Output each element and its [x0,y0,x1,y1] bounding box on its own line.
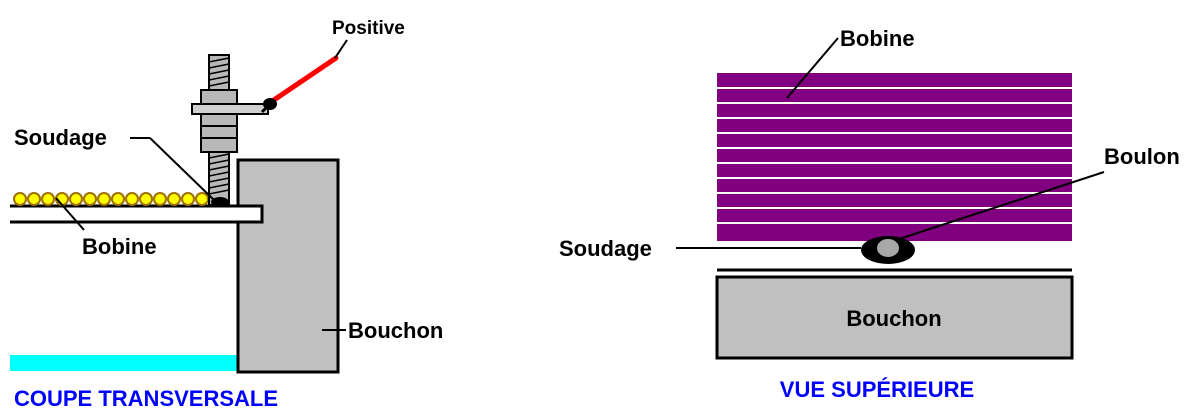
bolt-head-top [875,237,901,259]
positive-leader-line [334,39,348,59]
bolt-nut-lower-1 [200,113,238,127]
wire-lug-neck [260,102,272,114]
top-view: Bobine Boulon Soudage Bouchon VUE SUPÉRI… [559,26,1180,402]
coil-block [717,73,1072,241]
cap-body [236,158,340,374]
label-positive: Positive [332,18,405,39]
label-soudage-left: Soudage [14,125,107,150]
positive-wire [265,55,339,107]
coil-winding-lines [717,87,1072,224]
bolt-washer [191,103,269,115]
cross-section-view: Positive Soudage Bobine Bouchon COUPE TR… [10,18,443,410]
cyan-base-strip [10,355,238,371]
label-bouchon-left: Bouchon [348,318,443,343]
soudage-leader-diagonal [149,137,215,201]
label-bouchon-right: Bouchon [846,306,941,331]
coil-bead-row [13,192,209,206]
boulon-leader-line [895,171,1105,241]
weld-spot [211,197,229,207]
bobine-leader-line-right [786,37,839,99]
label-soudage-right: Soudage [559,236,652,261]
bobine-leader-line-left [55,197,85,231]
coil-ledge [10,204,264,224]
caption-top-view: VUE SUPÉRIEURE [780,377,974,402]
label-bobine-left: Bobine [82,234,157,259]
label-boulon: Boulon [1104,144,1180,169]
label-bobine-right: Bobine [840,26,915,51]
bolt-nut-lower-2 [200,125,238,139]
bolt-nut-lower-3 [200,137,238,153]
caption-cross-section: COUPE TRANSVERSALE [14,386,278,410]
cap-top-body [715,275,1074,360]
bolt-nut-upper [200,89,238,105]
